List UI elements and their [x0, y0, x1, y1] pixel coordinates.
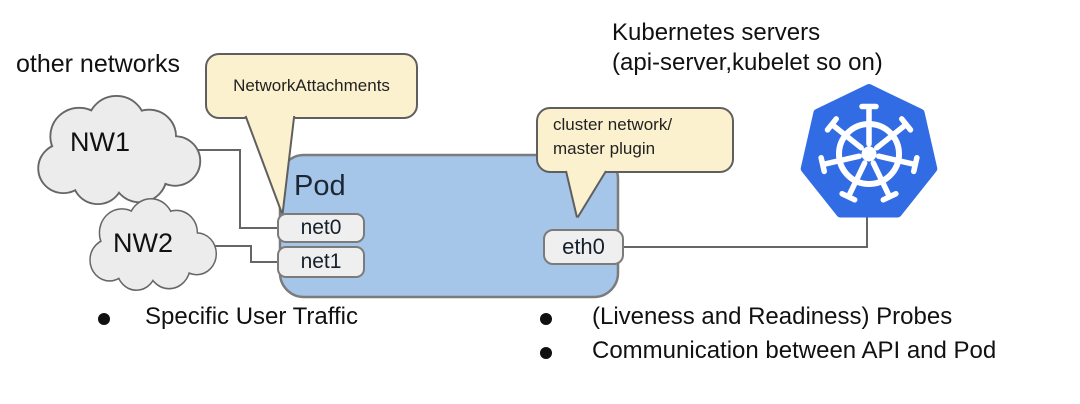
interface-box-net0: [277, 213, 365, 243]
callout-network-attachments-tail: [243, 109, 296, 214]
bullet-dot: [540, 313, 552, 325]
connector-nw2-net1: [214, 245, 278, 263]
interface-net1-label: net1: [300, 250, 342, 273]
connector-nw1-net0: [196, 149, 278, 229]
other-networks-label: other networks: [16, 50, 180, 78]
helm-wheel-hub: [861, 146, 877, 162]
cloud-nw2-label: NW2: [113, 228, 173, 258]
callout-network-attachments-bubble: [205, 53, 418, 119]
cloud-nw1-label: NW1: [70, 127, 130, 157]
interface-eth0-label: eth0: [562, 234, 605, 259]
interface-box-net1: [277, 246, 365, 278]
interface-net0-label: net0: [300, 216, 342, 239]
kubernetes-servers-heading: Kubernetes servers (api-server,kubelet s…: [612, 18, 883, 78]
callout-cluster-network-line2: master plugin: [553, 139, 656, 158]
callout-cluster-network-line1: cluster network/: [553, 115, 673, 134]
connector-eth0-kubernetes: [623, 212, 868, 248]
bullet-probes: (Liveness and Readiness) Probes: [592, 303, 953, 330]
heading-line2: (api-server,kubelet so on): [612, 49, 883, 76]
bullet-specific-user-traffic: Specific User Traffic: [145, 303, 358, 330]
pod-label: Pod: [294, 170, 346, 202]
kubernetes-logo-icon: [800, 84, 938, 218]
callout-cluster-network-label: cluster network/ master plugin: [553, 113, 672, 161]
connector-lines: [196, 149, 868, 263]
callout-cluster-network-bubble: [536, 107, 734, 173]
bullet-dot: [98, 313, 110, 325]
heading-line1: Kubernetes servers: [612, 19, 821, 46]
bullet-communication-api-pod: Communication between API and Pod: [592, 337, 997, 364]
interface-box-eth0: [543, 229, 624, 265]
callout-network-attachments-label: NetworkAttachments: [233, 76, 390, 95]
callout-cluster-network-tail: [564, 163, 611, 218]
bullet-dot: [540, 347, 552, 359]
